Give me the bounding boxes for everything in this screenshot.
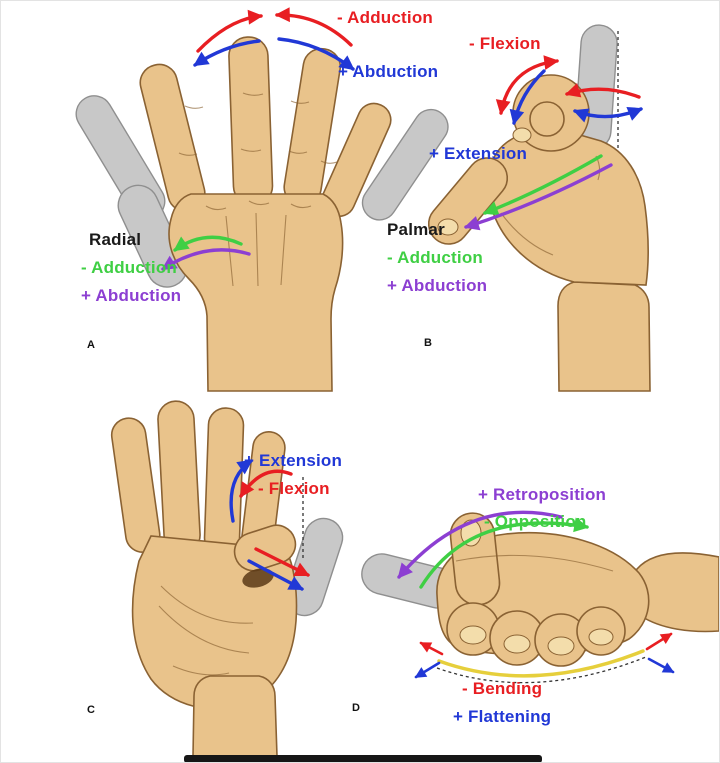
finger-nail <box>588 628 614 646</box>
label-abduction-mcp: + Abduction <box>338 62 439 81</box>
label-palmar: Palmar <box>387 220 445 239</box>
panel-c-illustration <box>110 400 344 757</box>
bending-arrow-left <box>419 641 444 656</box>
abduction-arrow-right <box>277 37 355 71</box>
label-retroposition: + Retroposition <box>478 485 607 504</box>
extension-arrow-curl <box>509 69 546 126</box>
flexion-arrow <box>239 469 293 498</box>
panel-a-illustration <box>75 7 449 392</box>
palmar-abduction-arrow <box>463 163 613 231</box>
flattening-arrow-right <box>647 657 675 674</box>
panel-b-illustration <box>427 24 651 392</box>
label-adduction-mcp: - Adduction <box>337 8 433 27</box>
flattening-arrow-left <box>414 661 441 679</box>
flexion-arrow-curl <box>495 55 560 116</box>
middle-finger <box>203 407 245 556</box>
hand-back-and-wrist <box>168 193 344 392</box>
ghost-finger-right <box>361 108 449 221</box>
finger-nail <box>547 636 575 656</box>
palmar-adduction-arrow <box>483 154 603 216</box>
adduction-arrow-left <box>196 9 264 53</box>
label-radial: Radial <box>89 230 142 249</box>
middle-finger <box>228 36 274 206</box>
thumb-web-shadow <box>242 568 274 588</box>
finger-nail <box>459 625 487 645</box>
arch-dashed-line <box>436 656 647 684</box>
wrist <box>192 675 278 757</box>
label-flexion-b: - Flexion <box>469 34 541 53</box>
retroposition-arrow <box>397 510 563 579</box>
panel-d-illustration <box>361 510 719 684</box>
extension-direction-arrow <box>247 559 304 591</box>
label-bending: - Bending <box>462 679 543 698</box>
panel-letter-a: A <box>87 339 95 351</box>
label-palmar-adduction: - Adduction <box>387 248 483 267</box>
little-finger <box>110 417 161 553</box>
bending-arrow-right <box>645 632 673 651</box>
panel-letter-d: D <box>352 702 360 714</box>
panel-letter-b: B <box>424 337 432 349</box>
thumb-nail <box>512 127 532 143</box>
flexion-direction-arrow <box>254 547 310 577</box>
skin-crease <box>455 554 614 572</box>
abduction-arrow-left <box>193 39 261 67</box>
wrist <box>557 281 651 392</box>
curled-thumb-tip <box>529 101 565 137</box>
label-extension-c: + Extension <box>244 451 343 470</box>
adduction-arrow-right <box>274 7 353 47</box>
palm-creases <box>158 585 254 676</box>
abducted-thumb-nail <box>437 218 459 236</box>
label-radial-abduction: + Abduction <box>81 286 182 305</box>
opposition-arrow <box>419 517 590 589</box>
ghost-extended-thumb <box>284 517 344 617</box>
extension-arrow-top <box>573 106 643 123</box>
bottom-bar <box>184 755 542 762</box>
label-extension-b: + Extension <box>429 144 528 163</box>
label-flexion-c: - Flexion <box>258 479 330 498</box>
panel-letter-c: C <box>87 704 95 716</box>
radial-adduction-arrow <box>173 235 243 252</box>
extension-arrow <box>229 459 253 523</box>
ring-finger <box>157 400 201 554</box>
label-opposition: - Opposition <box>484 512 587 531</box>
flexion-arrow-top <box>564 83 641 99</box>
label-flattening: + Flattening <box>453 707 552 726</box>
metacarpal-arch-line <box>437 649 645 678</box>
label-palmar-abduction: + Abduction <box>387 276 488 295</box>
radial-abduction-arrow <box>161 248 251 271</box>
finger-nail <box>503 634 531 654</box>
label-radial-adduction: - Adduction <box>81 258 177 277</box>
